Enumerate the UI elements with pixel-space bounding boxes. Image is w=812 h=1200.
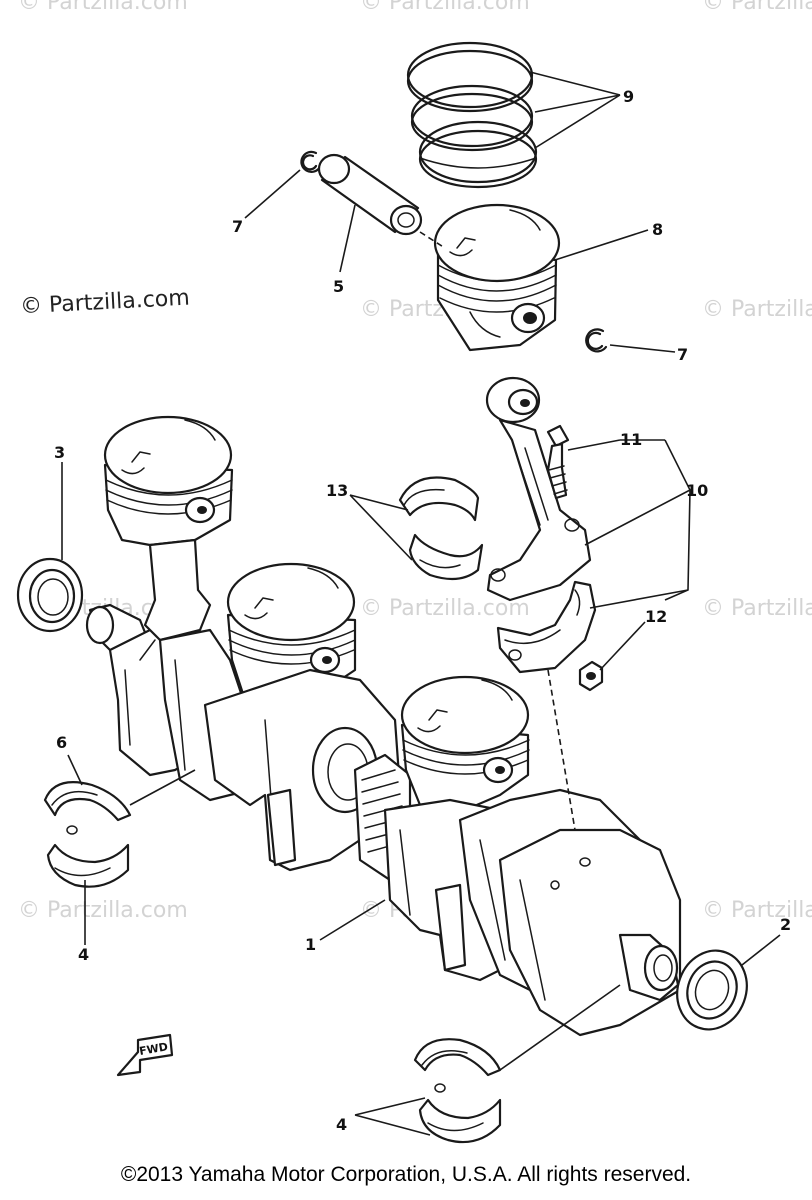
watermark: © Partzilla.com bbox=[702, 596, 812, 621]
callout-2[interactable]: 2 bbox=[780, 915, 791, 934]
oil-seal-left[interactable] bbox=[16, 557, 84, 633]
piston-3[interactable] bbox=[400, 675, 530, 812]
watermark: © Partzilla.com bbox=[18, 0, 188, 15]
callout-5[interactable]: 5 bbox=[333, 277, 344, 296]
main-bearing-bottom[interactable] bbox=[413, 1038, 502, 1144]
piston-single[interactable] bbox=[433, 203, 561, 352]
copyright-notice: ©2013 Yamaha Motor Corporation, U.S.A. A… bbox=[120, 1163, 692, 1186]
callout-4-left[interactable]: 4 bbox=[78, 945, 89, 964]
rod-cap[interactable] bbox=[496, 580, 597, 674]
callout-9[interactable]: 9 bbox=[623, 87, 634, 106]
crankshaft-assembly[interactable] bbox=[16, 415, 682, 1037]
callout-4-bottom[interactable]: 4 bbox=[336, 1115, 347, 1134]
callout-13[interactable]: 13 bbox=[326, 481, 348, 500]
piston-pin[interactable] bbox=[317, 153, 423, 236]
watermark: © Partzilla.com bbox=[18, 898, 188, 923]
callout-3[interactable]: 3 bbox=[54, 443, 65, 462]
callout-12[interactable]: 12 bbox=[645, 607, 667, 626]
callouts: 9 7 5 8 7 3 11 10 13 12 6 4 1 2 4 bbox=[54, 87, 791, 1134]
piston-1[interactable] bbox=[103, 415, 234, 547]
callout-11[interactable]: 11 bbox=[620, 430, 642, 449]
callout-7-lower[interactable]: 7 bbox=[677, 345, 688, 364]
watermark: © Partzilla.com bbox=[360, 0, 530, 15]
fwd-label: FWD bbox=[138, 1040, 169, 1058]
leader-lines bbox=[61, 71, 781, 1136]
rod-bolt[interactable] bbox=[546, 424, 570, 500]
oil-seal-right[interactable] bbox=[666, 941, 757, 1039]
circlip-upper[interactable] bbox=[300, 150, 322, 173]
connecting-rod[interactable] bbox=[485, 376, 592, 602]
rod-nut[interactable] bbox=[578, 660, 604, 692]
watermark: © Partzilla.com bbox=[702, 0, 812, 15]
callout-1[interactable]: 1 bbox=[305, 935, 316, 954]
callout-6[interactable]: 6 bbox=[56, 733, 67, 752]
watermark: © Partzilla.com bbox=[702, 297, 812, 322]
callout-7-upper[interactable]: 7 bbox=[232, 217, 243, 236]
callout-8[interactable]: 8 bbox=[652, 220, 663, 239]
watermark: © Partzilla.com bbox=[702, 898, 812, 923]
main-bearing-left[interactable] bbox=[43, 781, 132, 888]
fwd-arrow-icon: FWD bbox=[116, 1033, 174, 1077]
bearing-set-13[interactable] bbox=[398, 476, 484, 581]
callout-10[interactable]: 10 bbox=[686, 481, 708, 500]
circlip-lower[interactable] bbox=[585, 328, 608, 353]
watermark: © Partzilla.com bbox=[360, 596, 530, 621]
piston-rings[interactable] bbox=[406, 41, 538, 189]
